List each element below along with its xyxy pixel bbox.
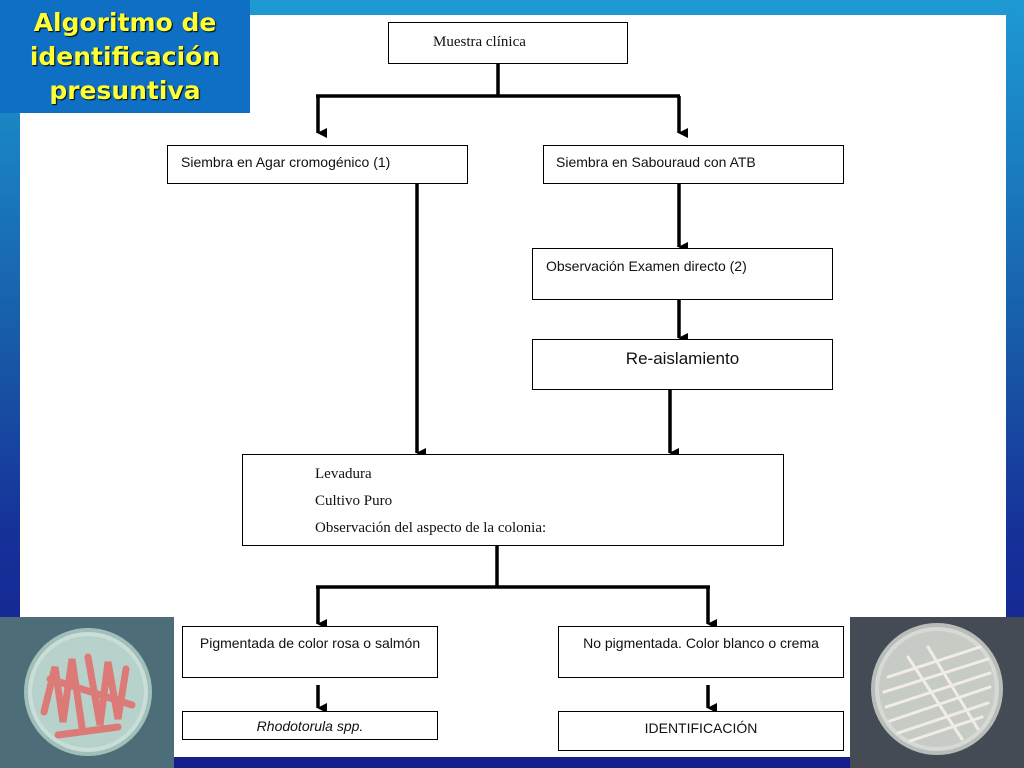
node-label: IDENTIFICACIÓN — [644, 720, 758, 736]
pink-yeast-petri-dish-icon — [0, 617, 174, 768]
node-label: Observación del aspecto de la colonia: — [315, 520, 547, 536]
node-label: Muestra clínica — [433, 34, 526, 50]
node-observacion: Observación Examen directo (2) — [532, 248, 833, 300]
node-label: No pigmentada. Color blanco o crema — [583, 635, 819, 651]
title-line-2: identificación — [29, 41, 221, 71]
node-label: Observación Examen directo (2) — [546, 258, 747, 274]
slide-title: Algoritmo de identificación presuntiva — [0, 0, 250, 113]
node-rhodotorula: Rhodotorula spp. — [182, 711, 438, 740]
title-line-1: Algoritmo de — [33, 7, 217, 37]
node-label: Cultivo Puro — [315, 493, 393, 509]
node-muestra-clinica: Muestra clínica — [388, 22, 628, 64]
node-label: Siembra en Agar cromogénico (1) — [181, 154, 391, 170]
node-pigmentada: Pigmentada de color rosa o salmón — [182, 626, 438, 678]
white-yeast-petri-dish-icon — [850, 617, 1024, 768]
node-identificacion: IDENTIFICACIÓN — [558, 711, 844, 751]
node-label: Levadura — [315, 466, 372, 482]
node-sabouraud: Siembra en Sabouraud con ATB — [543, 145, 844, 184]
node-label: Siembra en Sabouraud con ATB — [556, 154, 756, 170]
node-reaislamiento: Re-aislamiento — [532, 339, 833, 390]
node-levadura: Levadura Cultivo Puro Observación del as… — [242, 454, 784, 546]
node-label: Rhodotorula spp. — [256, 718, 364, 734]
title-line-3: presuntiva — [49, 75, 201, 105]
node-label: Pigmentada de color rosa o salmón — [199, 635, 421, 651]
node-agar-cromogenico: Siembra en Agar cromogénico (1) — [167, 145, 468, 184]
node-no-pigmentada: No pigmentada. Color blanco o crema — [558, 626, 844, 678]
node-label: Re-aislamiento — [625, 349, 740, 368]
